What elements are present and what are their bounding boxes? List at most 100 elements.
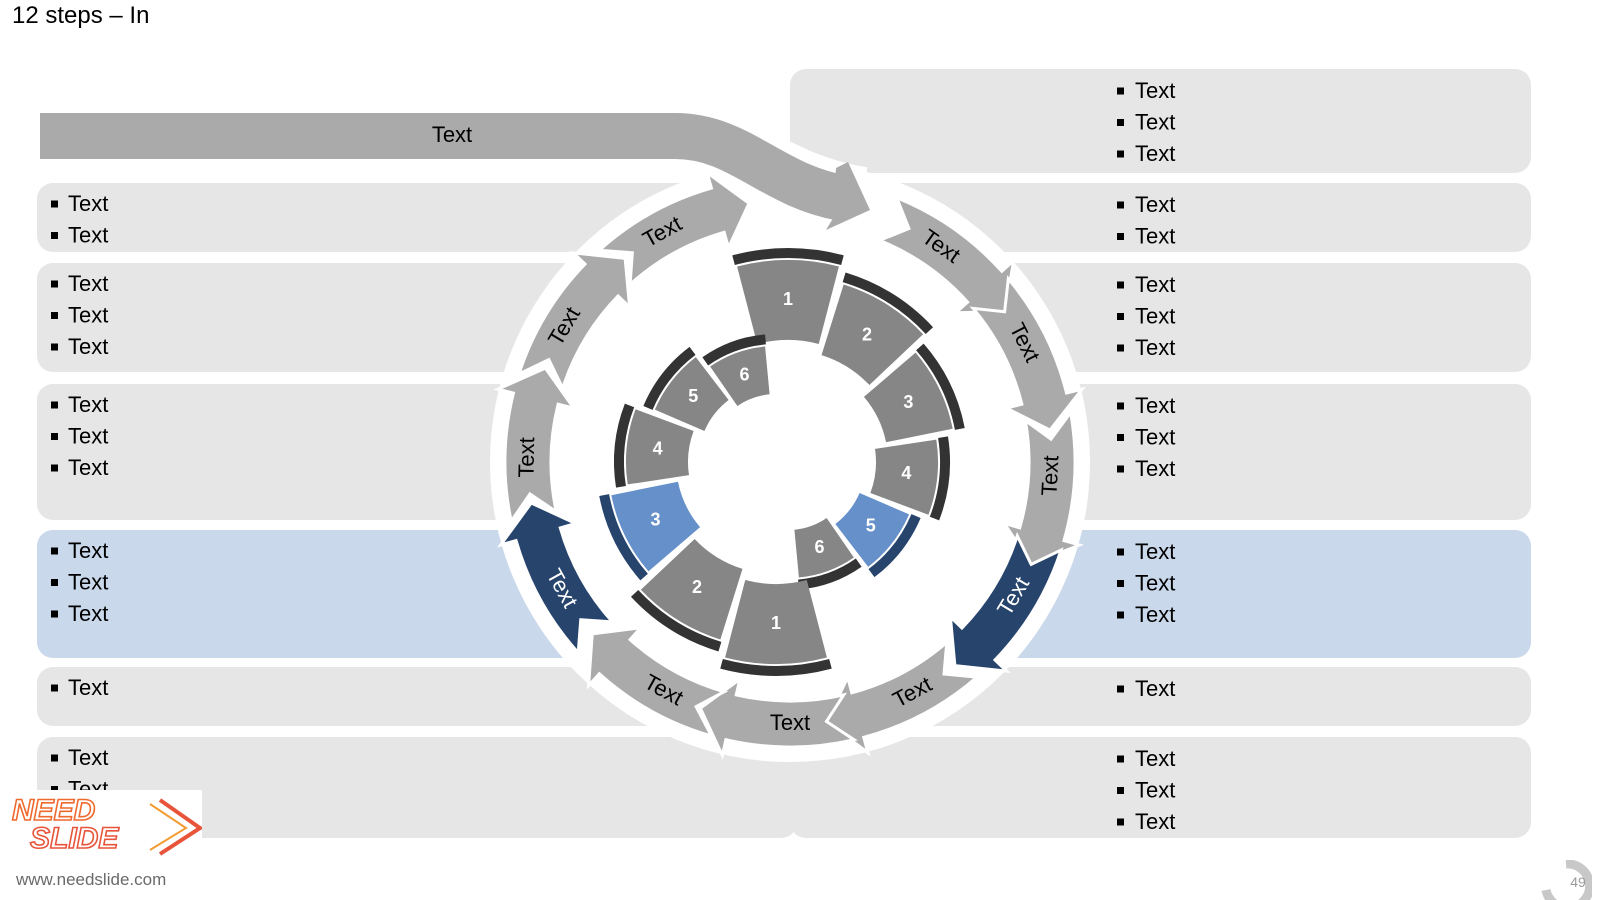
- ring-arrow-11: [595, 168, 751, 288]
- bullet-marker: [1117, 818, 1124, 826]
- left-panel-6: [37, 737, 797, 838]
- right-panel-1-bullet-1: Text: [1135, 78, 1175, 103]
- bullet-marker: [51, 754, 58, 762]
- bullet-marker: [1117, 233, 1124, 240]
- logo-mark: NEED SLIDE: [11, 793, 204, 856]
- bullet-marker: [51, 786, 58, 793]
- bullet-marker: [1117, 313, 1124, 320]
- ring-arrow-4: [948, 531, 1064, 674]
- left_wheel-segment-6: [710, 346, 770, 407]
- slide-title: 12 steps – In: [12, 2, 150, 29]
- right-panel-6-bullet-1: Text: [1135, 676, 1175, 701]
- right_wheel-segment-5: [835, 492, 910, 567]
- bullet-marker: [1117, 787, 1124, 794]
- bullet-marker: [1117, 402, 1124, 410]
- left_wheel-segment-1: [725, 580, 827, 664]
- left_wheel-band-2: [630, 589, 722, 652]
- right_wheel-segment-label-6: 6: [814, 537, 824, 557]
- left_wheel-band-6: [702, 334, 766, 366]
- bullet-marker: [1117, 755, 1124, 763]
- bullet-marker: [51, 232, 58, 239]
- ring-arrow-9-label: Text: [514, 437, 540, 478]
- right-panel-2-bullet-2: Text: [1135, 223, 1175, 248]
- logo-line-2: SLIDE: [30, 822, 119, 855]
- ring-arrow-10: [516, 250, 632, 393]
- logo: NEED SLIDE: [0, 790, 204, 856]
- left_wheel-band-1: [720, 658, 832, 676]
- bullet-marker: [51, 401, 58, 409]
- bullet-marker: [1117, 281, 1124, 289]
- top-bar: [40, 113, 847, 221]
- left_wheel-segment-label-6: 6: [740, 364, 750, 384]
- bullet-marker: [51, 433, 58, 440]
- left-panel-3-bullet-3: Text: [68, 455, 108, 480]
- right-panel-4-bullet-2: Text: [1135, 424, 1175, 449]
- right-panel-7-bullet-3: Text: [1135, 809, 1175, 834]
- bullet-marker: [1117, 434, 1124, 441]
- bullet-marker: [1117, 119, 1124, 126]
- left-panel-5-bullet-1: Text: [68, 675, 108, 700]
- left-panel-4-bullet-2: Text: [68, 569, 108, 594]
- bullet-marker: [51, 579, 58, 586]
- bullet-marker: [1117, 548, 1124, 556]
- left-panel-3-bullet-2: Text: [68, 423, 108, 448]
- bullet-marker: [51, 280, 58, 288]
- footer-url[interactable]: www.needslide.com: [16, 870, 167, 889]
- left_wheel-segment-label-4: 4: [653, 438, 663, 458]
- page-badge-icon: [1541, 860, 1592, 900]
- left_wheel-segment-3: [611, 481, 701, 572]
- bullet-marker: [51, 547, 58, 555]
- bullet-marker: [1117, 201, 1124, 209]
- right-panel-1-bullet-2: Text: [1135, 109, 1175, 134]
- left-panel-2-bullet-1: Text: [68, 271, 108, 296]
- right_wheel-segment-label-2: 2: [862, 324, 872, 344]
- left-panel-6-bullet-1: Text: [68, 745, 108, 770]
- left-panel-4-bullet-3: Text: [68, 601, 108, 626]
- bullet-marker: [51, 343, 58, 351]
- left-panel-1-bullet-2: Text: [68, 222, 108, 247]
- left_wheel-segment-2: [640, 538, 743, 640]
- ring-arrow-3-label: Text: [1036, 455, 1063, 497]
- left_wheel-band-3: [599, 494, 648, 581]
- right-panel-4-bullet-3: Text: [1135, 456, 1175, 481]
- right_wheel-segment-4: [870, 439, 939, 515]
- left_wheel-segment-label-3: 3: [651, 509, 661, 529]
- ring-arrow-9: [493, 366, 578, 525]
- right_wheel-segment-2: [821, 284, 924, 386]
- right_wheel-segment-label-3: 3: [903, 392, 913, 412]
- left_wheel-band-5: [643, 346, 696, 410]
- bullet-marker: [51, 684, 58, 692]
- ring-backdrop: [490, 162, 1090, 762]
- left-panel-2-bullet-3: Text: [68, 334, 108, 359]
- ring-arrow-8: [496, 501, 616, 657]
- left-panel-4-bullet-1: Text: [68, 538, 108, 563]
- right_wheel-segment-label-4: 4: [901, 463, 911, 483]
- right-panel-5-bullet-2: Text: [1135, 570, 1175, 595]
- top-bar-label: Text: [432, 122, 472, 147]
- bullet-marker: [1117, 465, 1124, 473]
- bullet-marker: [1117, 150, 1124, 158]
- right-panel-1: [790, 69, 1531, 173]
- bullet-marker: [51, 464, 58, 472]
- right-panel-5-bullet-1: Text: [1135, 539, 1175, 564]
- left_wheel-band-4: [614, 403, 635, 488]
- right_wheel-segment-6: [794, 517, 854, 578]
- right_wheel-segment-label-5: 5: [866, 515, 876, 535]
- left_wheel-segment-5: [654, 357, 729, 432]
- bullet-marker: [1117, 344, 1124, 352]
- right-panel-7-bullet-2: Text: [1135, 777, 1175, 802]
- ring-arrow-6-label: Text: [770, 710, 810, 735]
- right-panel-3-bullet-3: Text: [1135, 335, 1175, 360]
- bullet-marker: [1117, 87, 1124, 95]
- bullet-marker: [1117, 685, 1124, 693]
- right_wheel-band-2: [842, 272, 934, 335]
- right_wheel-band-5: [868, 514, 921, 578]
- right-panel-7: [790, 737, 1531, 838]
- bullet-marker: [1117, 611, 1124, 619]
- left_wheel-segment-4: [625, 409, 694, 485]
- right_wheel-band-6: [798, 558, 862, 590]
- bullet-marker: [51, 312, 58, 319]
- right_wheel-segment-1: [737, 260, 839, 344]
- right_wheel-band-1: [732, 248, 844, 266]
